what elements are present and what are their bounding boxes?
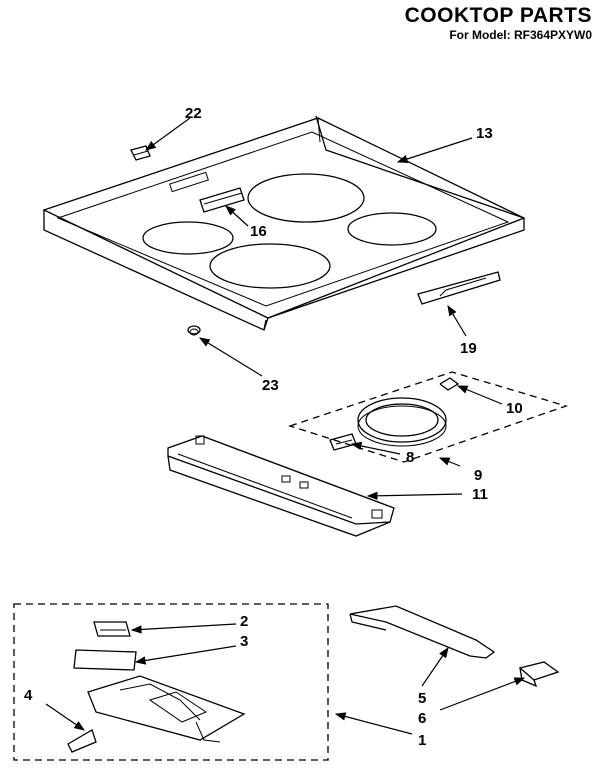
bracket-5-part [349, 605, 496, 659]
block-6-part [518, 661, 560, 688]
bracket-11-part [167, 435, 395, 537]
screw-23-part [187, 325, 201, 336]
callout-5: 5 [418, 690, 426, 707]
clip-10-part [439, 377, 460, 391]
element-assembly-box [287, 371, 569, 463]
bezel-16-part [199, 187, 245, 213]
callout-19: 19 [460, 340, 477, 357]
knob-4-part [67, 729, 97, 753]
leader-lines [45, 117, 526, 735]
callout-23: 23 [262, 377, 279, 394]
callout-8: 8 [406, 449, 414, 466]
callout-13: 13 [476, 125, 493, 142]
callout-10: 10 [506, 400, 523, 417]
trim-19-part [417, 271, 501, 305]
callout-2: 2 [240, 613, 248, 630]
callout-22: 22 [185, 105, 202, 122]
callout-6: 6 [418, 710, 426, 727]
switch-bracket-part [87, 675, 246, 743]
page-title: COOKTOP PARTS [404, 4, 592, 27]
cooktop-glass-part [42, 115, 526, 331]
element-8-part [329, 397, 447, 451]
switch-assembly-box [13, 603, 329, 761]
callout-4: 4 [24, 687, 33, 704]
callout-1: 1 [418, 732, 426, 749]
callout-16: 16 [250, 223, 267, 240]
callout-9: 9 [474, 467, 482, 484]
header: COOKTOP PARTS For Model: RF364PXYW0 [405, 4, 592, 42]
callout-11: 11 [472, 486, 488, 503]
switch-2-part [93, 621, 131, 637]
insulator-3-part [73, 649, 137, 671]
model-subtitle: For Model: RF364PXYW0 [449, 28, 592, 42]
clip-22-part [130, 145, 151, 161]
callout-3: 3 [240, 633, 248, 650]
